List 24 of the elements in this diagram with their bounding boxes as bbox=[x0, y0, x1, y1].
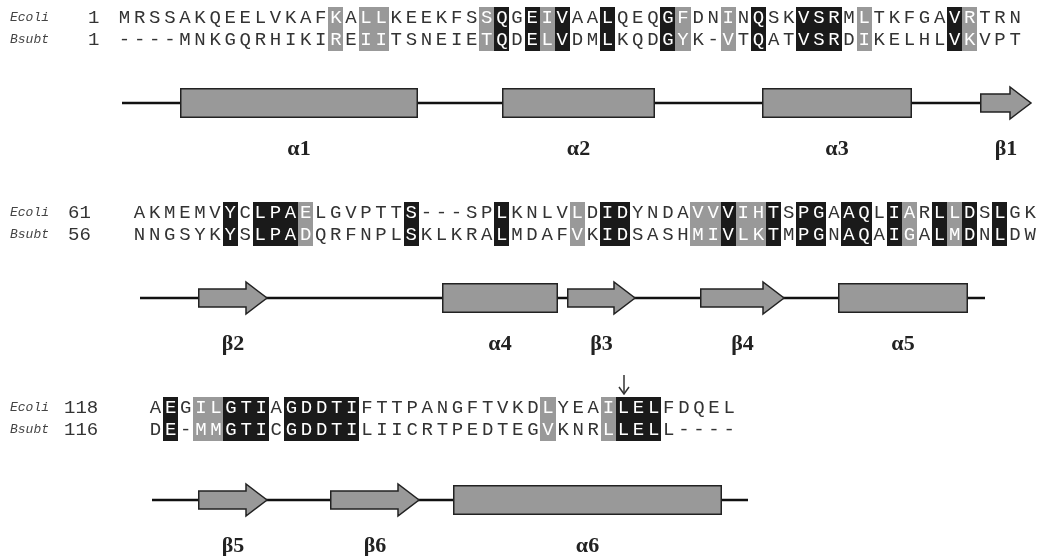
structure-label: α5 bbox=[891, 331, 915, 355]
structure-label: α2 bbox=[566, 136, 591, 160]
structure-label: β4 bbox=[731, 331, 754, 355]
residue-number: 118 bbox=[64, 397, 99, 419]
structure-label: β3 bbox=[590, 331, 613, 355]
residue-number: 1 bbox=[88, 29, 100, 51]
structure-label: α1 bbox=[287, 136, 311, 160]
species-name: Ecoli bbox=[10, 204, 49, 222]
structure-label: β1 bbox=[994, 136, 1018, 160]
structure-label: α6 bbox=[575, 533, 600, 556]
residue-number: 1 bbox=[88, 7, 100, 29]
structure-label: α3 bbox=[825, 136, 849, 160]
species-name: Ecoli bbox=[10, 9, 49, 27]
residue-number: 61 bbox=[68, 202, 91, 224]
species-name: Ecoli bbox=[10, 399, 49, 417]
structure-label: α4 bbox=[488, 331, 512, 355]
structure-label: β2 bbox=[221, 331, 245, 355]
species-name: Bsubt bbox=[10, 421, 49, 439]
residue-number: 56 bbox=[68, 224, 91, 246]
structure-label: β5 bbox=[221, 533, 245, 556]
structure-label: β6 bbox=[363, 533, 387, 556]
species-name: Bsubt bbox=[10, 31, 49, 49]
residue-number: 116 bbox=[64, 419, 99, 441]
species-name: Bsubt bbox=[10, 226, 49, 244]
